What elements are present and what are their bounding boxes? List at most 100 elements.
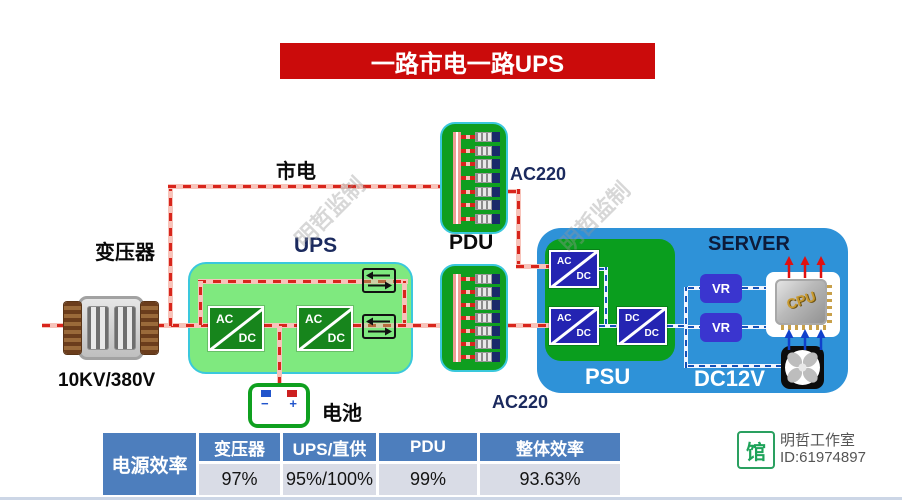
pdu-outlet-icon — [461, 312, 501, 323]
mains-label: 市电 — [276, 161, 316, 183]
pdu-busbar — [453, 132, 461, 224]
pdu-outlet-icon — [461, 273, 501, 284]
vr-module-2: VR — [700, 313, 742, 342]
studio-badge-glyph: 馆 — [746, 441, 766, 464]
dcline-vr2-branch — [688, 325, 700, 329]
psu-acdc-1: AC DC — [549, 250, 599, 288]
studio-name: 明哲工作室 — [780, 432, 856, 449]
line-ups-bypass-riser — [198, 281, 203, 325]
battery-terminal-negative — [261, 390, 271, 397]
transformer — [78, 296, 144, 360]
line-battery-drop — [277, 326, 282, 385]
ac220-top-label: AC220 — [510, 164, 567, 184]
transformer-coil-right — [141, 302, 158, 354]
dcline-vr1-branch — [688, 286, 700, 290]
bottom-edge-strip — [0, 497, 902, 500]
psu-acdc-2: AC DC — [549, 307, 599, 345]
line-pdu-top-out — [508, 189, 521, 194]
pdu-label: PDU — [449, 231, 494, 254]
static-switch-icon — [362, 314, 396, 339]
studio-badge-icon: 馆 — [737, 431, 775, 469]
converter-dc-label: DC — [576, 271, 591, 282]
server-label: SERVER — [708, 233, 790, 255]
pdu-outlet-icon — [461, 352, 501, 363]
airflow-arrows-icon — [784, 329, 826, 350]
psu-dcdc: DC DC — [617, 307, 667, 345]
cpu-chip-icon: CPU — [775, 279, 832, 330]
pdu-outlet-icon — [461, 145, 501, 156]
column-value: 99% — [379, 464, 477, 495]
table-row-label: 电源效率 — [103, 433, 196, 495]
battery-cell: − + — [252, 387, 306, 424]
converter-ac-label: AC — [305, 312, 323, 326]
dcline-vr1-to-cpu — [742, 286, 767, 290]
transformer-rating-label: 10KV/380V — [58, 370, 156, 391]
static-switch-icon — [362, 268, 396, 293]
pdu-outlet-icon — [461, 186, 501, 197]
dcline-acdc1-out — [599, 267, 608, 271]
psu-label: PSU — [585, 364, 631, 389]
ups-inverter-acdc: AC DC — [297, 306, 353, 351]
dcline-to-dcdc — [599, 324, 617, 328]
table-column-overall: 整体效率 93.63% — [480, 433, 620, 495]
cpu-unit: CPU — [766, 272, 840, 337]
vr-label: VR — [711, 281, 731, 296]
line-grid-input — [42, 323, 66, 328]
transformer-core-window — [114, 306, 136, 350]
pdu-outlet-icon — [461, 339, 501, 350]
line-mains-to-pdu-top — [168, 184, 440, 189]
column-value: 95%/100% — [283, 464, 376, 495]
dcline-acdc1-drop — [604, 267, 608, 325]
converter-dc-label: DC — [576, 328, 591, 339]
dcline-vr2-to-cpu — [742, 325, 767, 329]
dcline-dcdc-out — [667, 324, 687, 328]
converter-dc-label: DC — [327, 331, 345, 345]
vr-label: VR — [711, 320, 731, 335]
pdu-outlets — [461, 272, 501, 364]
cpu-pins — [827, 285, 832, 323]
ups-label: UPS — [294, 234, 338, 257]
line-mains-riser — [168, 186, 173, 326]
dcline-fan — [688, 364, 783, 368]
converter-dc-label: DC — [625, 313, 640, 324]
title-banner: 一路市电一路UPS — [280, 43, 655, 79]
line-ups-out-to-pdu-bottom — [353, 323, 440, 328]
vr-module-1: VR — [700, 274, 742, 303]
converter-ac-label: AC — [557, 313, 572, 324]
pdu-outlets — [461, 130, 501, 226]
transformer-coil-left — [64, 302, 81, 354]
line-to-psu-acdc1 — [516, 264, 549, 269]
battery-label: 电池 — [322, 403, 362, 425]
page-title: 一路市电一路UPS — [370, 50, 565, 78]
line-transformer-to-ups — [156, 323, 208, 328]
battery-minus-sign: − — [261, 396, 269, 411]
ups-rectifier-acdc: AC DC — [208, 306, 264, 351]
column-value: 93.63% — [480, 464, 620, 495]
converter-ac-label: AC — [557, 256, 572, 267]
pdu-outlet-icon — [461, 214, 501, 225]
table-column-ups: UPS/直供 95%/100% — [283, 433, 376, 495]
column-header: UPS/直供 — [283, 433, 376, 461]
dc12v-label: DC12V — [694, 366, 765, 391]
pdu-outlet-icon — [461, 326, 501, 337]
transformer-core-window — [87, 306, 109, 350]
cpu-pins — [781, 325, 827, 330]
fan-icon — [781, 346, 824, 389]
ac220-bottom-label: AC220 — [492, 392, 549, 412]
battery: − + — [248, 383, 310, 428]
pdu-outlet-icon — [461, 159, 501, 170]
heat-arrows-icon — [784, 256, 826, 278]
cpu-label: CPU — [784, 287, 818, 313]
pdu-busbar — [453, 274, 461, 362]
table-column-pdu: PDU 99% — [379, 433, 477, 495]
column-header: PDU — [379, 433, 477, 461]
column-value: 97% — [199, 464, 280, 495]
pdu-outlet-icon — [461, 200, 501, 211]
pdu-outlet-icon — [461, 172, 501, 183]
converter-ac-label: AC — [216, 312, 234, 326]
line-ups-bypass — [198, 279, 408, 284]
converter-dc-label: DC — [238, 331, 256, 345]
pdu-outlet-icon — [461, 131, 501, 142]
table-column-transformer: 变压器 97% — [199, 433, 280, 495]
